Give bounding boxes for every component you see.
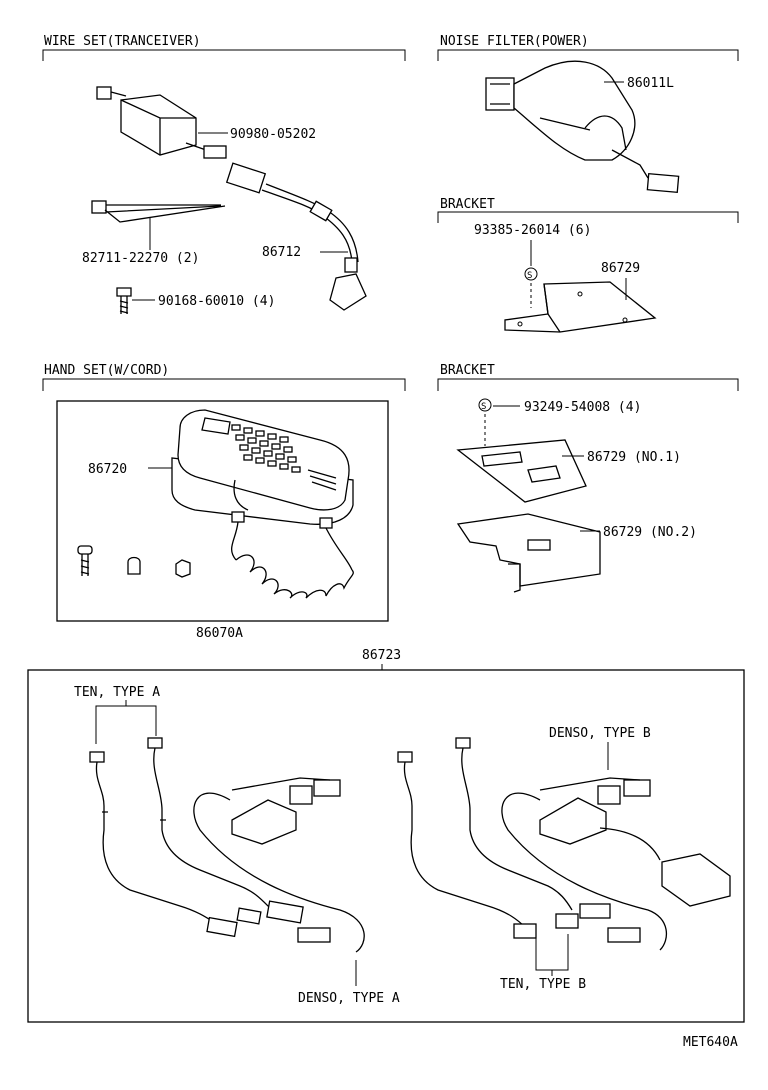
label-86720: 86720	[88, 462, 127, 477]
connector-body	[120, 94, 197, 156]
filter-output-plug	[646, 173, 680, 193]
leader-ten-type-a	[95, 700, 157, 744]
harness-right-drawing	[397, 737, 731, 951]
harness-frame	[27, 669, 745, 1023]
handset-keypad	[231, 424, 301, 473]
s-mark-bottom	[478, 398, 492, 412]
s-mark-bottom-letter: S	[481, 402, 486, 412]
bracket-bottom-section: BRACKET	[437, 363, 739, 391]
hand-set-section: HAND SET(W/CORD)	[42, 363, 406, 391]
coiled-cord	[235, 554, 354, 599]
bracket-top-title: BRACKET	[440, 197, 495, 212]
label-90168: 90168-60010 (4)	[158, 294, 275, 309]
s-mark-top-letter: S	[527, 271, 532, 281]
bracket-top-section: BRACKET	[437, 197, 739, 223]
label-ten-type-a: TEN, TYPE A	[74, 685, 160, 700]
bracket-no1-plate	[456, 439, 587, 503]
noise-filter-bracket-line	[437, 49, 739, 61]
cable-plug	[225, 162, 267, 194]
wire-set-title: WIRE SET(TRANCEIVER)	[44, 34, 201, 49]
denso-b-connector	[539, 797, 607, 845]
hand-set-title: HAND SET(W/CORD)	[44, 363, 169, 378]
label-82711: 82711-22270 (2)	[82, 251, 199, 266]
handset-nut-2	[175, 559, 191, 578]
s-mark-top	[524, 267, 538, 281]
hand-set-frame	[56, 400, 389, 622]
cord-ends	[231, 521, 353, 571]
bracket-top-drawing: S	[504, 267, 657, 333]
label-86723: 86723	[362, 648, 401, 663]
label-denso-type-b: DENSO, TYPE B	[549, 726, 651, 741]
connector-pin	[203, 145, 227, 159]
handset-drawing	[77, 409, 354, 599]
earpiece-grille	[307, 469, 337, 491]
label-86729-no2: 86729 (NO.2)	[603, 525, 697, 540]
bracket-bottom-title: BRACKET	[440, 363, 495, 378]
label-ten-type-b: TEN, TYPE B	[500, 977, 586, 992]
bracket-plate-top	[504, 281, 657, 333]
wire-set-drawing	[91, 86, 367, 314]
label-93385: 93385-26014 (6)	[474, 223, 591, 238]
noise-filter-drawing	[485, 60, 680, 193]
label-86070A: 86070A	[196, 626, 243, 641]
leader-ten-type-b	[535, 934, 569, 976]
denso-b-extra-connector	[661, 853, 731, 907]
label-86729-top: 86729	[601, 261, 640, 276]
label-86729-no1: 86729 (NO.1)	[587, 450, 681, 465]
connector-90980-drawing	[96, 86, 227, 159]
wire-set-section: WIRE SET(TRANCEIVER)	[42, 34, 406, 61]
denso-a-connector	[231, 799, 297, 845]
label-90980: 90980-05202	[230, 127, 316, 142]
bracket-bottom-drawing: S	[456, 398, 601, 593]
label-86712: 86712	[262, 245, 301, 260]
noise-filter-section: NOISE FILTER(POWER)	[437, 34, 739, 61]
label-denso-type-a: DENSO, TYPE A	[298, 991, 400, 1006]
footer-code: MET640A	[683, 1035, 738, 1050]
small-plug	[96, 86, 112, 100]
cable-tie-82711-drawing	[91, 200, 226, 223]
handset-nut-1	[127, 556, 141, 575]
noise-filter-title: NOISE FILTER(POWER)	[440, 34, 589, 49]
right-angle-plug	[329, 273, 367, 311]
screw-90168-drawing	[116, 287, 132, 314]
cable-86712-drawing	[225, 162, 367, 311]
filter-body	[513, 60, 636, 161]
harness-left-drawing	[89, 737, 365, 953]
label-86011L: 86011L	[627, 76, 674, 91]
wire-set-bracket-line	[42, 49, 406, 61]
hand-set-bracket-line	[42, 378, 406, 391]
filter-plug	[485, 77, 515, 111]
label-93249: 93249-54008 (4)	[524, 400, 641, 415]
handset-screw	[77, 545, 93, 576]
bracket-top-bracket-line	[437, 211, 739, 223]
bracket-bottom-bracket-line	[437, 378, 739, 391]
